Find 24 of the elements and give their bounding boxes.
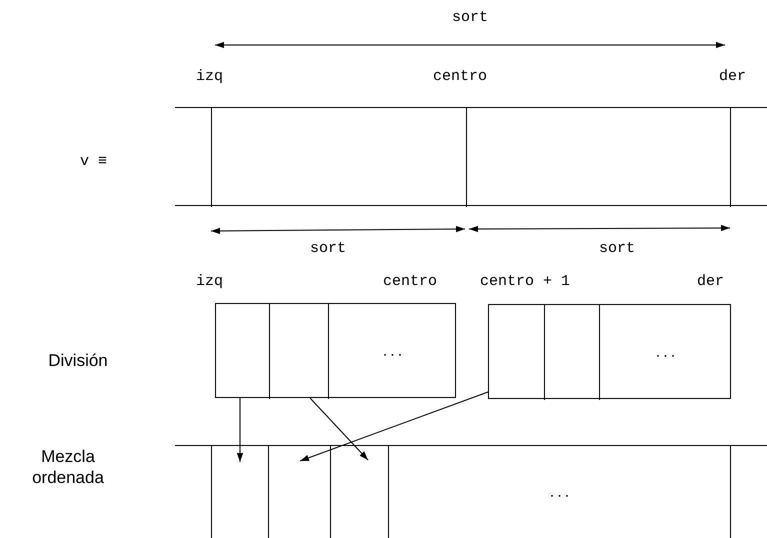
index-label: der [719, 68, 746, 86]
range-label: sort [452, 9, 488, 27]
step-label: Mezcla ordenada [31, 446, 105, 488]
range-label: sort [310, 240, 346, 258]
index-label: izq [196, 273, 224, 291]
arrow [300, 392, 488, 462]
index-label: centro [383, 273, 438, 291]
step-label: División [48, 350, 108, 371]
variable-label: v ≡ [80, 153, 108, 171]
ellipsis: . . . [550, 484, 569, 501]
index-label: centro + 1 [480, 273, 570, 291]
ellipsis: . . . [383, 343, 402, 360]
merged-array-band [175, 445, 767, 538]
ellipsis: . . . [656, 344, 675, 361]
array-band [175, 107, 767, 206]
array-cell [388, 446, 731, 538]
range-label: sort [599, 240, 635, 258]
index-label: izq [196, 68, 224, 86]
arrow [310, 398, 368, 460]
index-label: der [697, 273, 724, 291]
index-label: centro [433, 68, 488, 86]
subarray-box [215, 303, 456, 398]
subarray-box [488, 304, 731, 399]
arrow [236, 398, 244, 462]
